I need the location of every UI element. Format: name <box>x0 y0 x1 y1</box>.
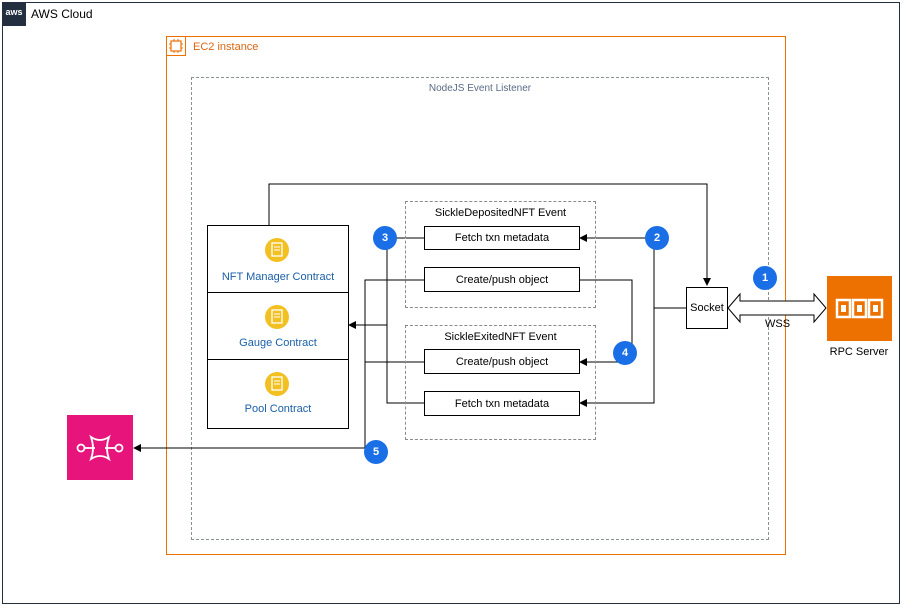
gauge-contract: Gauge Contract <box>208 293 348 360</box>
contract-icon <box>265 238 289 262</box>
step-badge-4: 4 <box>613 341 637 365</box>
ec2-instance-title: EC2 instance <box>193 41 259 53</box>
deposited-event-title: SickleDepositedNFT Event <box>434 207 567 219</box>
pool-contract: Pool Contract <box>208 360 348 427</box>
aws-logo-icon: aws <box>2 2 26 26</box>
push-to-sqs-line <box>133 279 424 452</box>
exited-event-title: SickleExitedNFT Event <box>444 331 557 343</box>
exited-push-box: Create/push object <box>424 349 580 374</box>
deposited-push-box: Create/push object <box>424 267 580 292</box>
contract-label: Gauge Contract <box>239 337 317 349</box>
deposited-fetch-box: Fetch txn metadata <box>424 226 580 250</box>
contracts-to-socket-line <box>268 183 711 286</box>
contract-label: Pool Contract <box>244 403 312 415</box>
socket-to-exited-fetch-line <box>579 308 655 407</box>
step-badge-2: 2 <box>645 226 669 250</box>
contracts-stack: NFT Manager Contract Gauge Contract Pool… <box>207 225 349 429</box>
wss-double-arrow <box>727 292 827 324</box>
exited-fetch-box: Fetch txn metadata <box>424 391 580 416</box>
step4-loop-line <box>579 279 633 366</box>
step-badge-3: 3 <box>373 226 397 250</box>
blockchain-node-icon <box>827 276 892 341</box>
sqs-queue-icon <box>67 415 133 480</box>
ec2-instance-icon <box>166 36 186 56</box>
wss-label: WSS <box>765 318 791 330</box>
socket-box: Socket <box>686 287 728 329</box>
contract-icon <box>265 372 289 396</box>
contract-label: NFT Manager Contract <box>221 271 335 283</box>
deposited-event-group <box>405 201 596 308</box>
aws-cloud-title: AWS Cloud <box>31 7 93 21</box>
ec2-instance-boundary <box>166 36 786 555</box>
socket-to-deposited-fetch-line <box>579 234 686 309</box>
exited-event-group <box>405 325 596 440</box>
step-badge-1: 1 <box>753 266 777 290</box>
event-listener-title: NodeJS Event Listener <box>428 83 532 94</box>
rpc-server-label: RPC Server <box>829 346 889 358</box>
nft-manager-contract: NFT Manager Contract <box>208 226 348 293</box>
contract-icon <box>265 305 289 329</box>
step-badge-5: 5 <box>364 440 388 464</box>
